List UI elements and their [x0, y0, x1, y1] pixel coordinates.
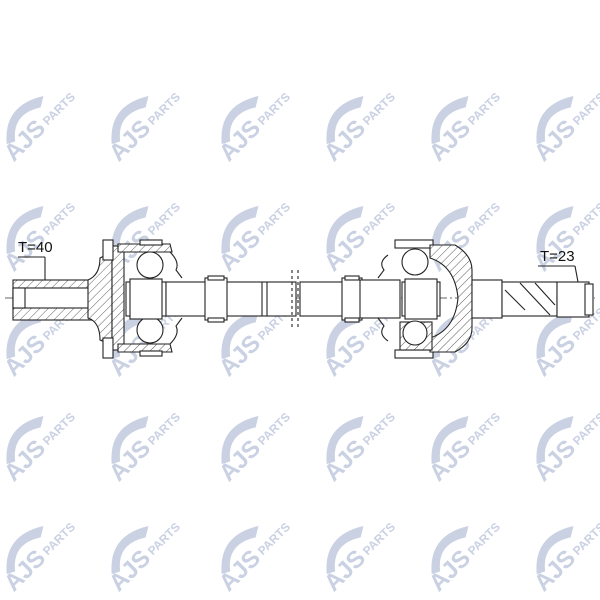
svg-text:PARTS: PARTS — [360, 200, 398, 238]
inner-joint-housing — [377, 239, 473, 359]
main-shaft — [165, 270, 401, 330]
svg-text:PARTS: PARTS — [570, 520, 600, 558]
right-teeth-label: T=23 — [540, 248, 575, 265]
svg-text:PARTS: PARTS — [465, 410, 503, 448]
svg-text:PARTS: PARTS — [465, 200, 503, 238]
svg-text:PARTS: PARTS — [570, 90, 600, 128]
svg-text:PARTS: PARTS — [360, 90, 398, 128]
svg-text:PARTS: PARTS — [255, 520, 293, 558]
svg-text:PARTS: PARTS — [570, 410, 600, 448]
outer-joint-housing — [87, 239, 183, 359]
left-stub-shaft — [12, 279, 99, 321]
svg-text:PARTS: PARTS — [465, 520, 503, 558]
svg-text:PARTS: PARTS — [40, 410, 78, 448]
svg-text:PARTS: PARTS — [145, 520, 183, 558]
svg-text:PARTS: PARTS — [360, 410, 398, 448]
right-stub-shaft — [471, 279, 594, 319]
svg-text:PARTS: PARTS — [40, 520, 78, 558]
left-teeth-label: T=40 — [18, 239, 53, 256]
svg-text:PARTS: PARTS — [145, 90, 183, 128]
svg-text:PARTS: PARTS — [40, 200, 78, 238]
svg-text:PARTS: PARTS — [255, 200, 293, 238]
svg-text:PARTS: PARTS — [145, 200, 183, 238]
svg-text:PARTS: PARTS — [255, 410, 293, 448]
svg-text:PARTS: PARTS — [255, 90, 293, 128]
svg-text:PARTS: PARTS — [145, 410, 183, 448]
right-leader-drop — [574, 265, 579, 283]
svg-text:PARTS: PARTS — [40, 90, 78, 128]
svg-text:PARTS: PARTS — [360, 520, 398, 558]
svg-text:PARTS: PARTS — [570, 200, 600, 238]
svg-text:PARTS: PARTS — [465, 90, 503, 128]
